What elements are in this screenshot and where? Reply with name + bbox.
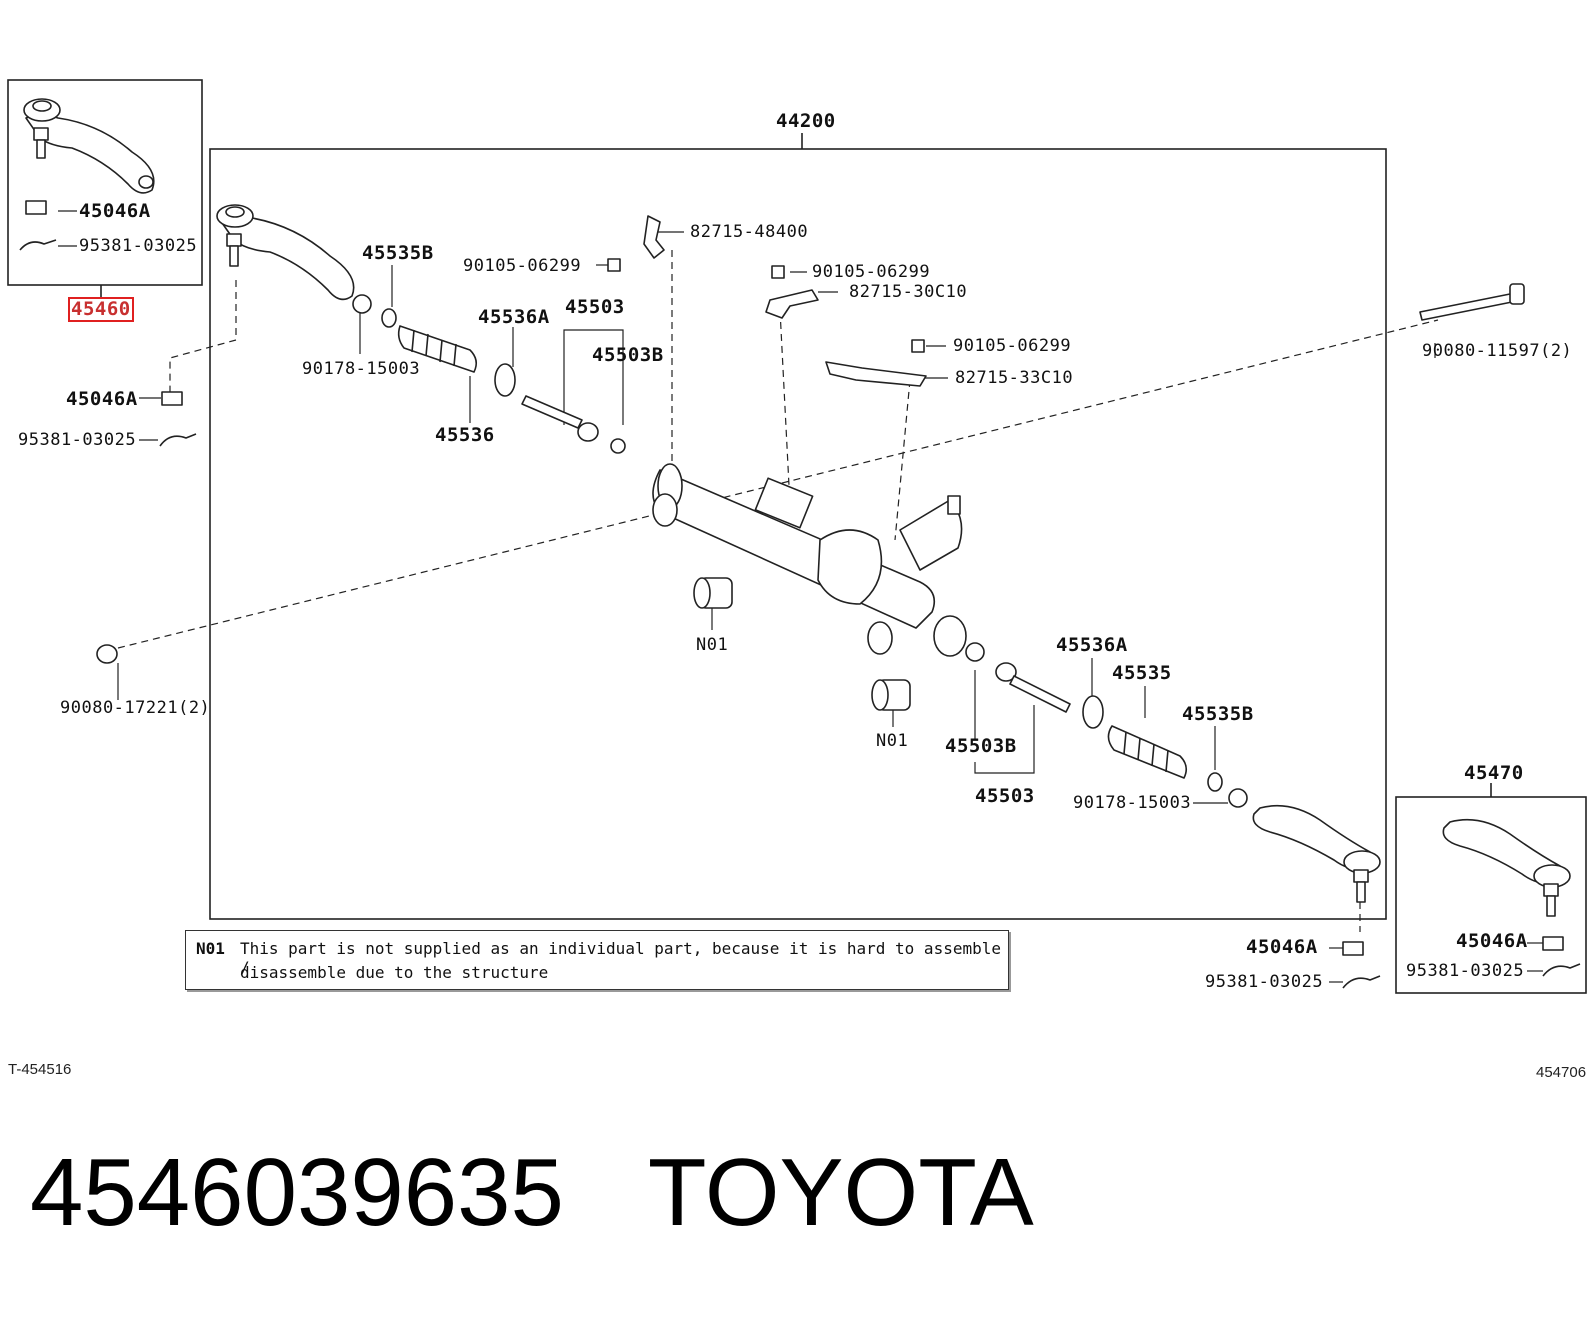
caption-brand: TOYOTA — [647, 1139, 1034, 1246]
figure-ref-right: 454706 — [1536, 1064, 1587, 1081]
label-90105-06299[interactable]: 90105-06299 — [812, 262, 931, 282]
label-82715-30C10[interactable]: 82715-30C10 — [849, 282, 968, 302]
bracket-30C10-icon — [765, 289, 819, 319]
note-code: N01 — [196, 939, 225, 958]
label-45503[interactable]: 45503 — [975, 785, 1035, 807]
label-90080-11597[interactable]: 90080-11597(2) — [1422, 341, 1573, 361]
label-45046A[interactable]: 45046A — [66, 388, 138, 410]
bracket-33C10-icon — [825, 361, 927, 387]
label-45536A[interactable]: 45536A — [1056, 634, 1128, 656]
label-90105-06299[interactable]: 90105-06299 — [953, 336, 1072, 356]
label-95381-03025[interactable]: 95381-03025 — [18, 430, 137, 450]
nut-icon — [1342, 941, 1364, 956]
long-bolt-icon — [1419, 283, 1525, 321]
label-95381-03025[interactable]: 95381-03025 — [79, 236, 198, 256]
label-90178-15003[interactable]: 90178-15003 — [302, 359, 421, 379]
label-45535B[interactable]: 45535B — [362, 242, 434, 264]
clamp-icon — [1207, 772, 1223, 792]
bushing-n01-upper — [693, 577, 733, 609]
part-caption: 4546039635 TOYOTA — [30, 1138, 1034, 1248]
cotter-pin-icon — [19, 239, 57, 251]
label-45535[interactable]: 45535 — [1112, 662, 1172, 684]
label-45536A[interactable]: 45536A — [478, 306, 550, 328]
label-90080-17221[interactable]: 90080-17221(2) — [60, 698, 211, 718]
caption-part-number: 4546039635 — [30, 1139, 564, 1246]
label-kit-45460[interactable]: 45460 — [68, 297, 134, 322]
boot-clamp-icon — [1082, 695, 1104, 729]
label-kit-45470[interactable]: 45470 — [1464, 762, 1524, 784]
bushing-n01-lower — [871, 679, 911, 711]
label-45503[interactable]: 45503 — [565, 296, 625, 318]
note-line-1: This part is not supplied as an individu… — [240, 939, 1001, 977]
label-45535B[interactable]: 45535B — [1182, 703, 1254, 725]
label-82715-48400[interactable]: 82715-48400 — [690, 222, 809, 242]
tie-rod-end-left — [216, 204, 355, 301]
cotter-pin-icon — [1542, 963, 1581, 977]
grommet-icon — [965, 642, 985, 662]
kit-45460-frame — [7, 79, 203, 286]
label-assembly[interactable]: 44200 — [776, 110, 836, 132]
label-N01[interactable]: N01 — [876, 731, 909, 751]
bracket-48400-icon — [643, 215, 665, 259]
label-45503B[interactable]: 45503B — [592, 344, 664, 366]
nut-icon — [161, 391, 183, 406]
cotter-pin-icon — [159, 433, 197, 447]
bolt-icon — [911, 339, 925, 353]
grommet-icon — [1228, 788, 1248, 808]
label-45503B[interactable]: 45503B — [945, 735, 1017, 757]
label-90105-06299[interactable]: 90105-06299 — [463, 256, 582, 276]
assembly-frame — [209, 148, 1387, 920]
boot-left-icon — [397, 325, 478, 373]
note-box: N01 This part is not supplied as an indi… — [185, 930, 1009, 990]
tie-rod-end-kit-left — [23, 98, 155, 194]
label-45046A[interactable]: 45046A — [1456, 930, 1528, 952]
cotter-pin-icon — [1342, 975, 1381, 989]
label-N01[interactable]: N01 — [696, 635, 729, 655]
rack-housing — [652, 463, 967, 657]
tie-rod-end-kit-right — [1442, 818, 1571, 917]
label-95381-03025[interactable]: 95381-03025 — [1205, 972, 1324, 992]
figure-ref-left: T-454516 — [8, 1061, 72, 1078]
boot-right-icon — [1107, 725, 1188, 779]
label-45046A[interactable]: 45046A — [1246, 936, 1318, 958]
nut-icon — [25, 200, 47, 215]
bolt-icon — [607, 258, 621, 272]
note-line-2: disassemble due to the structure — [240, 963, 549, 982]
label-82715-33C10[interactable]: 82715-33C10 — [955, 368, 1074, 388]
label-45536[interactable]: 45536 — [435, 424, 495, 446]
clamp-icon — [381, 308, 397, 328]
label-95381-03025[interactable]: 95381-03025 — [1406, 961, 1525, 981]
nut-icon — [1542, 936, 1564, 951]
inner-tie-rod-right — [995, 662, 1071, 713]
bolt-icon — [771, 265, 785, 279]
nut-90080-icon — [96, 644, 118, 664]
label-45046A[interactable]: 45046A — [79, 200, 151, 222]
tie-rod-end-right — [1252, 804, 1381, 903]
label-90178-15003[interactable]: 90178-15003 — [1073, 793, 1192, 813]
grommet-icon — [352, 294, 372, 314]
inner-tie-rod-left — [521, 395, 626, 454]
boot-clamp-icon — [494, 363, 516, 397]
